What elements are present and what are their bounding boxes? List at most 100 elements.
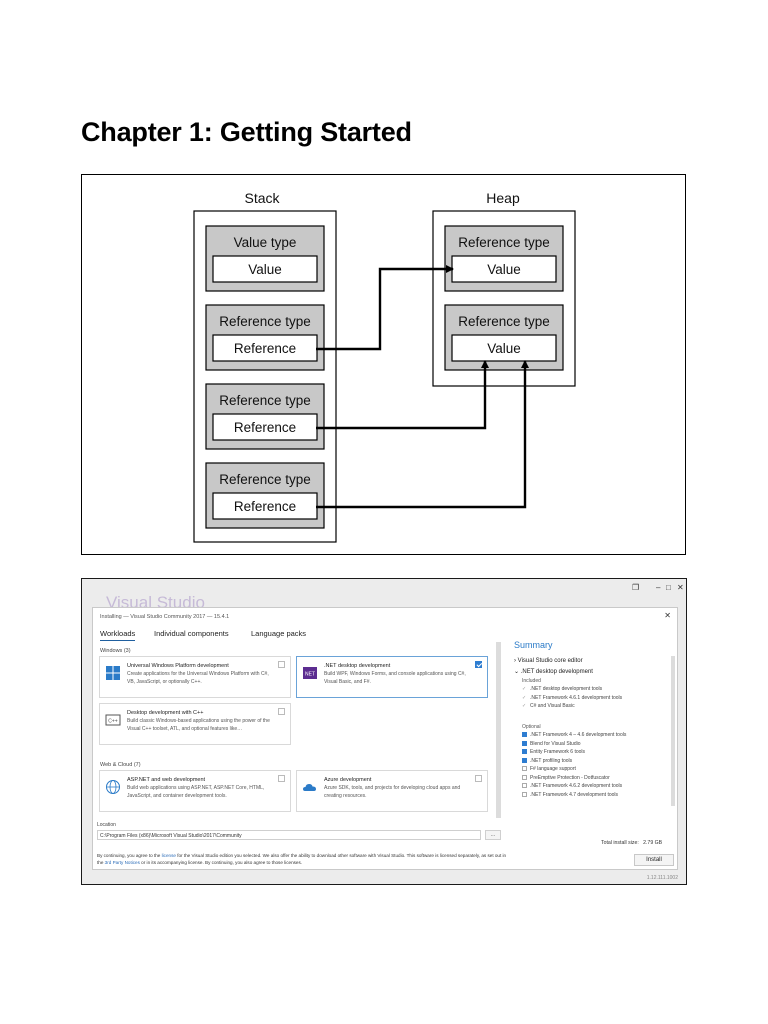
location-label: Location: [97, 822, 116, 828]
summary-included-item: ✓.NET desktop development tools: [522, 686, 602, 692]
optional-checkbox[interactable]: [522, 732, 527, 738]
workload-description: Build classic Windows-based applications…: [127, 718, 270, 732]
install-button[interactable]: Install: [634, 854, 674, 866]
stack-box-inner-label: Reference: [234, 420, 296, 435]
summary-optional-item[interactable]: PreEmptive Protection - Dotfuscator: [522, 775, 610, 781]
tab-individual-components[interactable]: Individual components: [154, 629, 229, 638]
tab-language-packs[interactable]: Language packs: [251, 629, 307, 638]
cpp-icon: C++: [105, 714, 121, 726]
summary-core-editor[interactable]: › Visual Studio core editor: [514, 658, 583, 664]
summary-optional-item[interactable]: Blend for Visual Studio: [522, 741, 581, 747]
dialog-close-icon[interactable]: ✕: [664, 611, 671, 620]
optional-checkbox[interactable]: [522, 757, 527, 763]
summary-optional-label: .NET Framework 4 – 4.6 development tools: [530, 732, 627, 738]
optional-checkbox[interactable]: [522, 766, 527, 772]
workload-checkbox[interactable]: [475, 661, 482, 668]
minimize-icon[interactable]: –: [656, 583, 661, 592]
stack-label: Stack: [244, 190, 280, 206]
summary-included-label: Included: [522, 678, 541, 684]
dotnet-icon: NET: [303, 667, 317, 679]
check-icon: ✓: [522, 694, 527, 701]
optional-checkbox[interactable]: [522, 791, 527, 797]
stack-box-header: Reference type: [219, 472, 311, 487]
optional-checkbox[interactable]: [522, 774, 527, 780]
azure-cloud-icon: [303, 784, 316, 791]
heap-box-inner-box: [451, 334, 557, 362]
license-text-1: By continuing, you agree to the: [97, 853, 162, 858]
total-install-size: Total install size: 2.79 GB: [601, 840, 662, 846]
workload-description: Azure SDK, tools, and projects for devel…: [324, 785, 461, 799]
summary-workload[interactable]: ⌄ .NET desktop development: [514, 669, 593, 675]
summary-optional-item[interactable]: F# language support: [522, 766, 576, 772]
total-size-value: 2.79 GB: [643, 840, 663, 846]
svg-text:NET: NET: [305, 672, 315, 678]
workload-card-cpp-desktop[interactable]: C++ Desktop development with C++ Build c…: [99, 703, 291, 745]
heap-box-inner-label: Value: [487, 341, 521, 356]
workload-card-azure[interactable]: Azure development Azure SDK, tools, and …: [296, 770, 488, 812]
maximize-icon[interactable]: □: [666, 583, 671, 592]
summary-optional-item[interactable]: .NET profiling tools: [522, 758, 572, 764]
total-size-label: Total install size:: [601, 840, 639, 846]
section-web-cloud: Web & Cloud (7): [100, 762, 141, 768]
heap-box-header: Reference type: [458, 314, 550, 329]
windows-logo-icon: [106, 666, 120, 680]
summary-optional-label: .NET Framework 4.6.2 development tools: [530, 783, 623, 789]
workload-checkbox[interactable]: [475, 775, 482, 782]
location-input[interactable]: C:\Program Files (x86)\Microsoft Visual …: [97, 830, 481, 840]
workload-checkbox[interactable]: [278, 708, 285, 715]
heap-box-header: Reference type: [458, 235, 550, 250]
workload-card-dotnet-desktop[interactable]: NET .NET desktop development Build WPF, …: [296, 656, 488, 698]
installer-version: 1.12.111.1002: [646, 875, 678, 881]
workload-checkbox[interactable]: [278, 775, 285, 782]
workloads-scrollbar[interactable]: [496, 642, 501, 818]
summary-optional-item[interactable]: Entity Framework 6 tools: [522, 749, 585, 755]
summary-optional-label: Blend for Visual Studio: [530, 740, 581, 747]
stack-box-header: Reference type: [219, 393, 311, 408]
license-link[interactable]: license: [161, 853, 176, 858]
svg-text:C++: C++: [108, 719, 118, 725]
optional-checkbox[interactable]: [522, 783, 527, 789]
heap-label: Heap: [486, 190, 520, 206]
workload-card-uwp[interactable]: Universal Windows Platform development C…: [99, 656, 291, 698]
summary-optional-item[interactable]: .NET Framework 4.6.2 development tools: [522, 783, 622, 789]
check-icon: ✓: [522, 686, 527, 692]
heap-box-inner-box: [451, 255, 557, 283]
stack-box-inner-label: Reference: [234, 341, 296, 356]
workload-title: Universal Windows Platform development: [127, 663, 229, 669]
optional-checkbox[interactable]: [522, 749, 527, 755]
stack-box-header: Reference type: [219, 314, 311, 329]
summary-optional-item[interactable]: .NET Framework 4 – 4.6 development tools: [522, 732, 626, 738]
check-icon: ✓: [522, 703, 527, 709]
close-icon[interactable]: ✕: [677, 583, 684, 592]
summary-optional-item[interactable]: .NET Framework 4.7 development tools: [522, 792, 618, 798]
location-browse-button[interactable]: ...: [485, 830, 501, 840]
arrow-ref-2: [316, 360, 489, 430]
license-text-2: for the Visual Studio edition you select…: [97, 853, 507, 865]
workload-title: ASP.NET and web development: [127, 777, 206, 783]
optional-checkbox[interactable]: [522, 740, 527, 746]
workload-title: .NET desktop development: [324, 663, 391, 669]
stack-box-header: Value type: [234, 235, 297, 250]
workload-card-aspnet[interactable]: ASP.NET and web development Build web ap…: [99, 770, 291, 812]
summary-included-item: ✓.NET Framework 4.6.1 development tools: [522, 695, 622, 701]
workload-checkbox[interactable]: [278, 661, 285, 668]
summary-heading: Summary: [514, 640, 553, 650]
summary-optional-label: PreEmptive Protection - Dotfuscator: [530, 774, 610, 781]
arrow-ref-3: [316, 360, 529, 509]
summary-included-item: ✓C# and Visual Basic: [522, 703, 575, 709]
dialog-title: Installing — Visual Studio Community 201…: [100, 614, 230, 620]
summary-core-editor-label: Visual Studio core editor: [517, 658, 583, 664]
summary-scrollbar[interactable]: [671, 656, 675, 806]
license-text-3: or in its accompanying license. By conti…: [139, 860, 303, 865]
stack-box-inner-box: [212, 492, 318, 520]
tab-workloads[interactable]: Workloads: [100, 629, 136, 641]
restore-icon[interactable]: ❐: [632, 583, 640, 592]
third-party-notices-link[interactable]: 3rd Party Notices: [104, 860, 140, 865]
summary-workload-label: .NET desktop development: [520, 669, 593, 675]
